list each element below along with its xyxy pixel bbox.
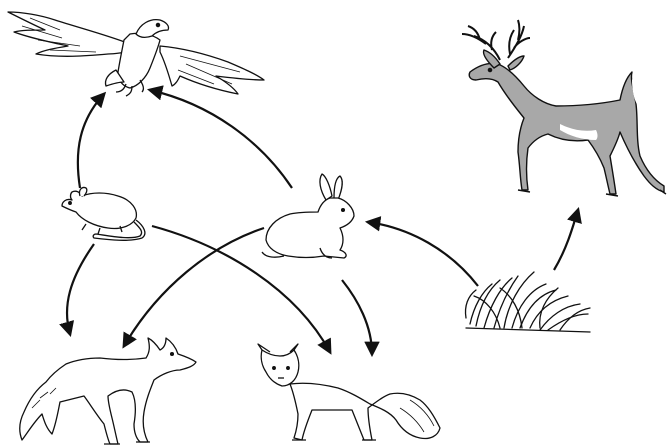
arrow-rabbit-to-fox <box>342 280 372 354</box>
arrow-rabbit-to-coyote <box>124 228 264 346</box>
arrow-mouse-to-coyote <box>67 244 94 334</box>
mouse-icon <box>62 187 145 240</box>
arrow-grass-to-rabbit <box>368 222 478 286</box>
fox-icon <box>258 344 440 440</box>
arrow-rabbit-to-eagle <box>150 90 292 188</box>
grass-icon <box>465 272 590 332</box>
rabbit-icon <box>262 174 354 258</box>
arrow-grass-to-deer <box>554 210 578 270</box>
coyote-icon <box>20 338 196 444</box>
eagle-icon <box>8 12 264 96</box>
arrow-mouse-to-eagle <box>78 94 104 188</box>
deer-icon <box>462 20 666 196</box>
